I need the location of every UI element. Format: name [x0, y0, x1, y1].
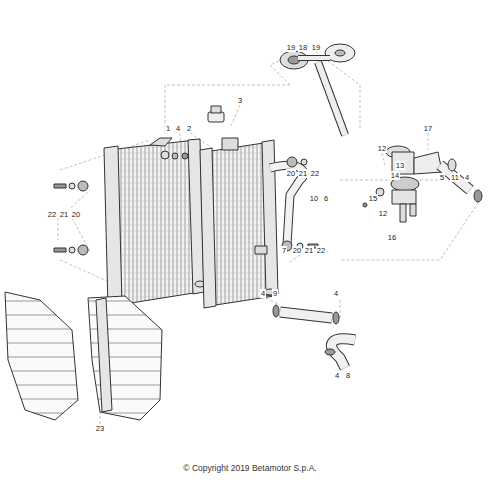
callout-number: 19: [311, 43, 321, 52]
callout-number: 9: [272, 289, 278, 298]
callout-number: 20: [292, 246, 302, 255]
copyright-note: © Copyright 2019 Betamotor S.p.A.: [182, 464, 317, 473]
callout-number: 3: [237, 96, 243, 105]
callout-number: 22: [316, 246, 326, 255]
callout-number: 4: [175, 124, 181, 133]
callout-number: 4: [334, 371, 340, 380]
callout-number: 20: [286, 169, 296, 178]
callout-number: 7: [281, 246, 287, 255]
callout-number: 17: [423, 124, 433, 133]
callout-number: 13: [395, 161, 405, 170]
callout-number: 12: [377, 144, 387, 153]
callout-number: 15: [368, 194, 378, 203]
callout-number: 12: [378, 209, 388, 218]
callout-number: 22: [47, 210, 57, 219]
callout-number: 4: [464, 173, 470, 182]
callout-number: 23: [95, 424, 105, 433]
callout-number: 18: [298, 43, 308, 52]
callout-number: 11: [450, 173, 460, 182]
callout-number: 8: [345, 371, 351, 380]
callout-number: 22: [310, 169, 320, 178]
callout-number: 6: [323, 194, 329, 203]
callout-number: 21: [59, 210, 69, 219]
callout-number: 1: [165, 124, 171, 133]
callout-number: 5: [439, 173, 445, 182]
callout-number: 16: [387, 233, 397, 242]
callout-number: 20: [71, 210, 81, 219]
callout-number: 2: [186, 124, 192, 133]
callout-number: 21: [304, 246, 314, 255]
callout-number: 4: [260, 289, 266, 298]
callout-number: 4: [333, 289, 339, 298]
callout-number: 14: [390, 171, 400, 180]
callout-number: 10: [309, 194, 319, 203]
callout-number: 21: [298, 169, 308, 178]
callout-number: 19: [286, 43, 296, 52]
